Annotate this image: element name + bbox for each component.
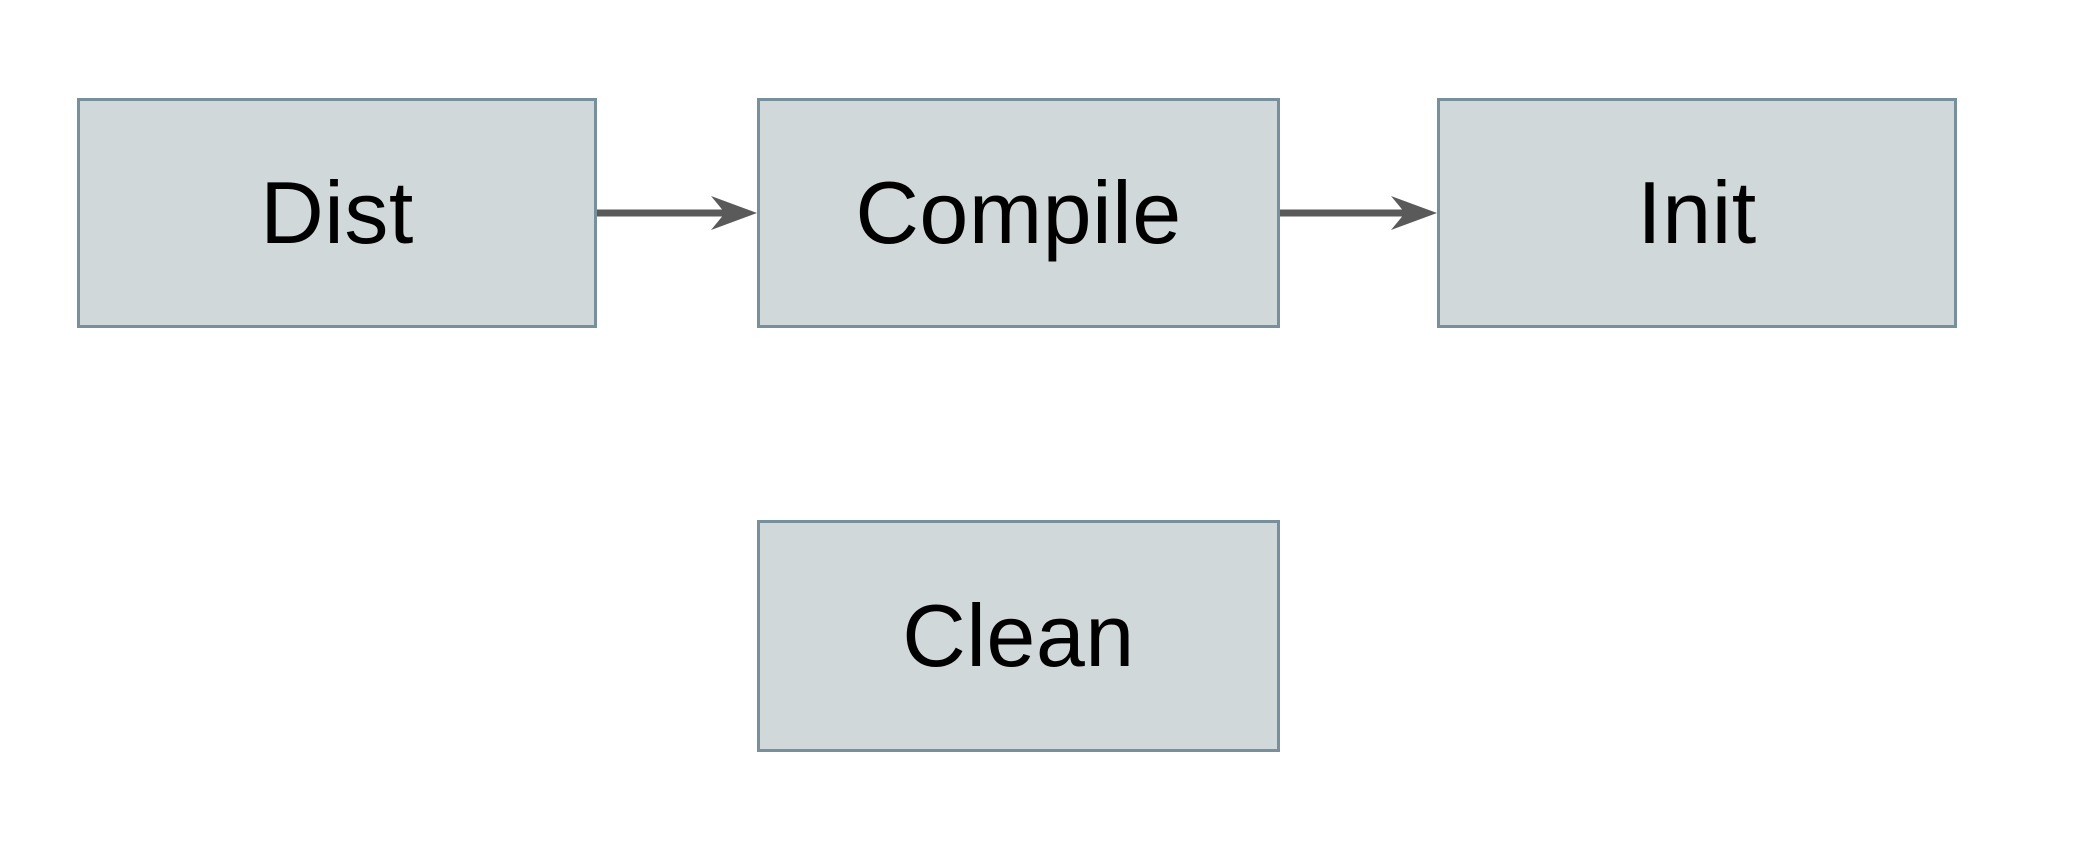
arrow-dist-to-compile[interactable] [597,196,757,230]
arrowhead-icon [711,196,757,230]
node-label-compile: Compile [855,163,1182,262]
node-label-clean: Clean [902,586,1135,685]
node-clean[interactable]: Clean [757,520,1280,752]
node-label-init: Init [1637,163,1757,262]
node-compile[interactable]: Compile [757,98,1280,328]
arrow-compile-to-init[interactable] [1280,196,1437,230]
node-label-dist: Dist [260,163,414,262]
arrowhead-icon [1391,196,1437,230]
node-dist[interactable]: Dist [77,98,597,328]
node-init[interactable]: Init [1437,98,1957,328]
